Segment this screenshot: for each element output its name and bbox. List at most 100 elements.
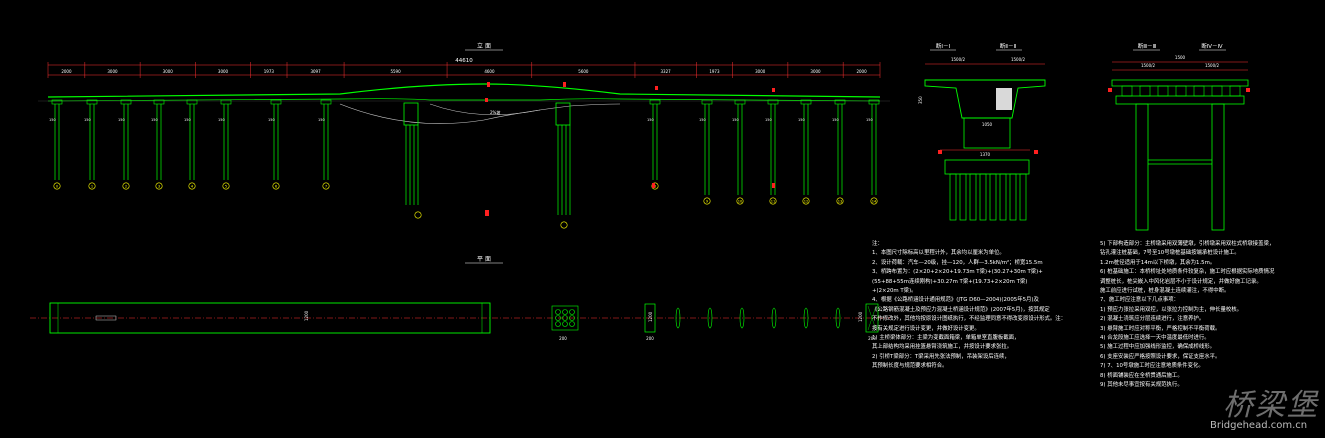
main-pier-right (555, 102, 571, 126)
main-pier-left-piles (405, 125, 419, 205)
pier-number-label: 7 (325, 184, 327, 188)
pier-number-label: 6 (275, 184, 278, 188)
span-mark: 150 (798, 118, 805, 122)
segment-dim-label: 5600 (578, 69, 589, 74)
note-line: 7) 7、10号墩施工时应注意地质条件变化。 (1100, 363, 1204, 370)
segment-dim-label: 3000 (810, 69, 821, 74)
plan-view: 平 面 1200 1200 1200 200 200 200 (30, 256, 890, 341)
section-a-piles (949, 173, 1027, 221)
pier-number-marker (836, 197, 844, 205)
main-pier-left (403, 102, 419, 126)
pier-number-marker (188, 182, 196, 190)
span-mark: 150 (84, 118, 91, 122)
section-b-title-2: 断Ⅳ－Ⅳ (1201, 42, 1223, 50)
pier: 1500 (49, 99, 63, 190)
segment-dim-label: 3000 (163, 69, 174, 74)
note-line: 2) 引桥T梁部分：T梁采用先张法预制，吊装架设后连续， (872, 353, 1010, 360)
pier-number-label: 3 (158, 184, 160, 188)
segment-dim-label: 2000 (61, 69, 72, 74)
span-mark: 150 (268, 118, 275, 122)
notes-column-1: 注： 1、本图尺寸除标高以里程计外，其余均以厘米为单位。 2、设计荷载：汽车—2… (872, 240, 1092, 372)
section-a-title-1: 断Ⅰ－Ⅰ (936, 42, 951, 50)
segment-dim-label: 3327 (661, 69, 672, 74)
span-mark: 150 (699, 118, 706, 122)
segment-dim-label: 3097 (310, 69, 321, 74)
span-mark: 150 (647, 118, 654, 122)
svg-text:1500: 1500 (1175, 55, 1186, 60)
segment-dim-label: 3000 (107, 69, 118, 74)
total-length-label: 44610 (455, 58, 473, 64)
note-line: 5) 下部构造部分：主桥墩采用双薄壁墩，引桥墩采用双柱式桥墩接盖梁， (1100, 241, 1275, 247)
box-girder-bottom (339, 103, 621, 124)
note-line: 1) 预应力张拉采用双控，以张拉力控制为主，伸长量校核。 (1100, 306, 1243, 313)
watermark-url: Bridgehead.com.cn (1210, 420, 1308, 431)
section-b-capbeam (1115, 95, 1245, 105)
section-a-box (924, 79, 1046, 119)
svg-text:1500/2: 1500/2 (1141, 63, 1156, 68)
main-pier-right-piles (557, 125, 571, 215)
svg-text:1500/2: 1500/2 (951, 57, 966, 62)
pier-number-label: 14 (872, 199, 877, 203)
note-line: 不作修改外，其他均按原设计图纸执行，不经监理同意不得改变原设计形式。注： (872, 316, 1067, 323)
note-line: 4) 合龙段施工应选择一天中温度最低时进行。 (1100, 335, 1210, 342)
pier-number-marker (802, 197, 810, 205)
note-line: 1、本图尺寸除标高以里程计外，其余均以厘米为单位。 (872, 250, 1005, 257)
pier-number-label: 4 (191, 184, 194, 188)
pier-number-label: 12 (804, 199, 809, 203)
section-a-pier (963, 117, 1011, 149)
note-line: 7、施工时应注意以下几点事项： (1100, 297, 1179, 304)
section-b-girders (1121, 85, 1241, 97)
note-line: 2、设计荷载：汽车—20级，挂—120，人群—3.5kN/m²；桥宽15.5m (872, 259, 1043, 266)
note-line: 6) 桩基础施工：本桥桥址处地质条件较复杂，施工时应根据实际地质情况 (1100, 269, 1275, 276)
pier-number-marker (736, 197, 744, 205)
pier-number-marker (703, 197, 711, 205)
pier-number-marker (651, 182, 659, 190)
pier-number-marker (322, 182, 330, 190)
plan-width-label: 1200 (304, 310, 309, 321)
note-line: 3) 悬臂施工时应对称平衡，严格控制不平衡荷载。 (1100, 325, 1221, 332)
slope-label: 2%坡 (490, 109, 500, 115)
segment-dim-label: 3000 (218, 69, 229, 74)
section-a-cap (944, 159, 1030, 175)
section-b-title-1: 断Ⅲ－Ⅲ (1138, 42, 1157, 50)
watermark: 桥梁堡 Bridgehead.com.cn (1205, 380, 1323, 436)
section-a-title-2: 断Ⅱ－Ⅱ (1000, 42, 1017, 50)
pier-label-main-left (414, 211, 422, 219)
svg-text:350: 350 (918, 96, 923, 104)
pier-number-label: 13 (838, 199, 843, 203)
note-line: 3、桥跨布置为：(2×20+2×20+19.73m T梁)+(30.27+30m… (872, 269, 1043, 276)
note-line: 8) 桥面铺装应在全桥贯通后施工。 (1100, 372, 1183, 379)
note-line: (55+88+55m连续刚构)+30.27m T梁+(19.73+2×20m T… (872, 278, 1028, 285)
plan-abutment (865, 303, 879, 333)
pier-number-label: 1 (91, 184, 93, 188)
span-mark: 150 (866, 118, 873, 122)
piers: 1500150115021503150415051506150715081509… (49, 99, 880, 205)
note-line: 1) 主桥梁体部分：主梁为变截面箱梁，单箱单室直腹板截面， (872, 335, 1020, 342)
pier: 150 13 (832, 99, 846, 205)
svg-text:1200: 1200 (648, 311, 653, 322)
note-line: 5) 施工过程中应加强线形监控，确保成桥线形。 (1100, 344, 1216, 351)
note-line: 9) 其他未尽事宜按有关规范执行。 (1100, 382, 1183, 389)
svg-text:200: 200 (559, 336, 567, 341)
note-line: 其上部结构均采用挂篮悬臂浇筑施工，并按设计要求张拉。 (872, 344, 1013, 351)
svg-text:1200: 1200 (858, 311, 863, 322)
pier: 150 14 (866, 99, 880, 205)
segment-dim-label: 5590 (390, 69, 401, 74)
pier-number-label: 10 (738, 199, 743, 203)
elevation-title: 立 面 (477, 42, 491, 50)
span-mark: 150 (318, 118, 325, 122)
pier-number-label: 5 (225, 184, 227, 188)
span-mark: 150 (765, 118, 772, 122)
span-mark: 150 (832, 118, 839, 122)
pier-number-label: 0 (56, 184, 59, 188)
note-line: 注： (872, 241, 883, 247)
svg-text:200: 200 (646, 336, 654, 341)
